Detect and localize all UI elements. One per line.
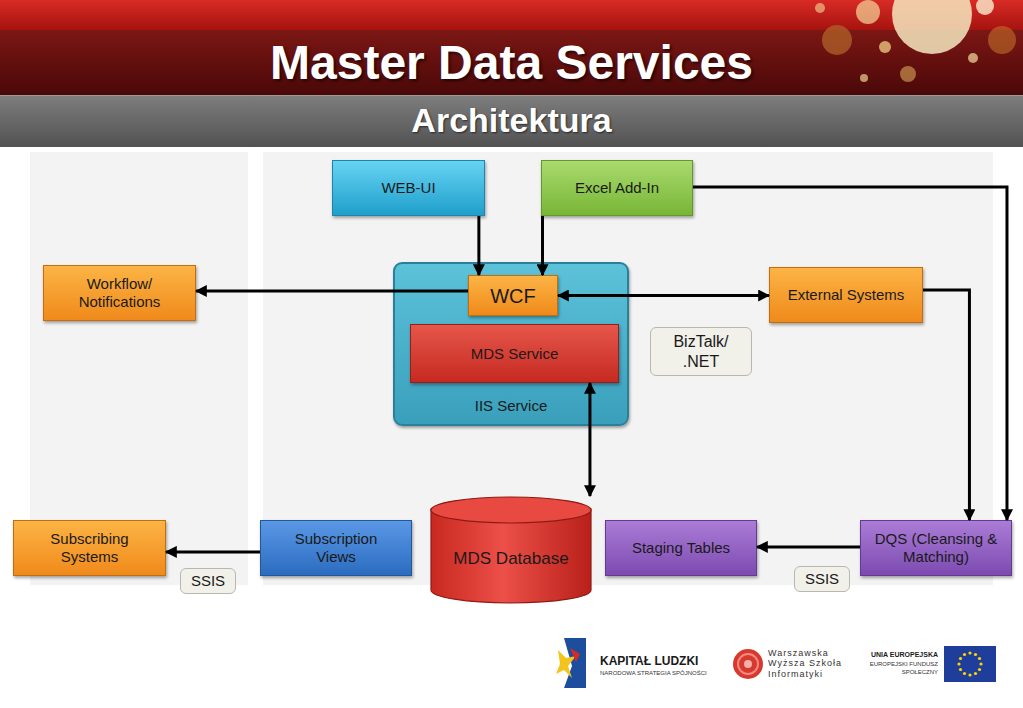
- tool-box: SSIS: [794, 566, 850, 592]
- system-box: Subscribing Systems: [13, 520, 166, 576]
- node-text: IIS Service: [475, 397, 548, 415]
- logo-text: EUROPEJSKI FUNDUSZ SPOŁECZNY: [852, 661, 938, 677]
- logo-text: KAPITAŁ LUDZKI: [600, 654, 720, 668]
- node-text: Workflow/ Notifications: [52, 275, 187, 311]
- node-text: Subscribing Systems: [38, 530, 141, 566]
- node-text: Excel Add-In: [575, 179, 659, 197]
- system-box: External Systems: [769, 267, 923, 323]
- title: Master Data Services: [0, 30, 1023, 95]
- flow-arrow: [757, 545, 860, 548]
- kapital-ludzki-logo: [556, 636, 596, 690]
- service-box: DQS (Cleansing & Matching): [860, 520, 1012, 576]
- node-text: DQS (Cleansing & Matching): [865, 530, 1007, 566]
- service-box: MDS Service: [410, 324, 619, 383]
- node-text: MDS Service: [471, 345, 559, 363]
- logo-text: Warszawska Wyższa Szkoła Informatyki: [768, 648, 860, 679]
- node-text: Subscription Views: [285, 530, 387, 566]
- flow-arrow: [923, 290, 969, 520]
- process-box: Workflow/ Notifications: [43, 265, 196, 321]
- node-text: MDS Database: [453, 549, 568, 569]
- node-text: External Systems: [788, 286, 905, 304]
- tool-box: SSIS: [180, 568, 236, 594]
- service-container: IIS Service WCF MDS Service: [393, 262, 629, 426]
- table-box: Staging Tables: [605, 520, 757, 576]
- wwsi-logo: [732, 648, 764, 680]
- database-cylinder: MDS Database: [430, 496, 592, 604]
- eu-flag: [944, 646, 996, 682]
- logo-text: UNIA EUROPEJSKA: [852, 651, 938, 659]
- service-box: WCF: [468, 275, 558, 316]
- view-box: Subscription Views: [260, 520, 412, 576]
- flow-arrow: [166, 550, 260, 553]
- node-text: WCF: [490, 284, 536, 308]
- client-box: WEB-UI: [332, 160, 485, 216]
- node-text: Staging Tables: [632, 539, 730, 557]
- client-box: Excel Add-In: [541, 160, 693, 216]
- subtitle: Architektura: [0, 95, 1023, 146]
- header-decoration: [780, 0, 1023, 100]
- note-box: BizTalk/ .NET: [650, 327, 752, 376]
- node-text: SSIS: [191, 572, 225, 590]
- node-text: WEB-UI: [381, 179, 435, 197]
- logo-text: NARODOWA STRATEGIA SPÓJNOŚCI: [600, 670, 730, 677]
- node-text: SSIS: [805, 570, 839, 588]
- node-text: BizTalk/ .NET: [669, 332, 733, 370]
